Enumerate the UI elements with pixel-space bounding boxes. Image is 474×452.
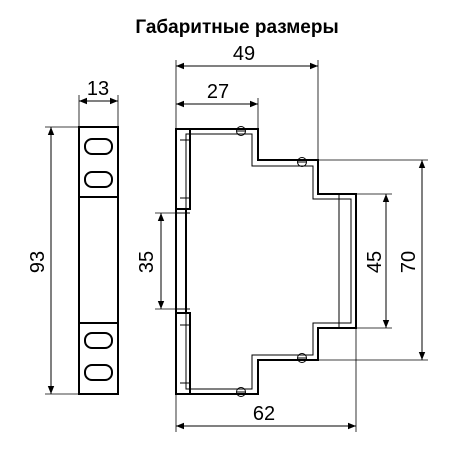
- terminal-slot-bottom-2: [84, 364, 113, 381]
- dim-side-depth-bottom: 62: [253, 403, 275, 425]
- side-terminal-top: [175, 128, 191, 210]
- terminal-slot-bottom-1: [84, 332, 113, 349]
- front-view: 13 93: [27, 78, 119, 395]
- screw-top-left: [236, 126, 246, 136]
- dim-side-depth-total: 49: [233, 43, 255, 65]
- side-view: 49 27 35 45 70 62: [136, 43, 428, 432]
- side-profile-outline: [175, 128, 357, 395]
- dim-front-width: 13: [87, 78, 109, 100]
- terminal-slot-top-2: [84, 171, 113, 188]
- front-body-outline: [78, 126, 119, 395]
- dim-din-rail: 35: [136, 251, 158, 273]
- screw-top-right: [297, 157, 307, 167]
- terminal-slot-top-1: [84, 138, 113, 155]
- drawing-title: Габаритные размеры: [135, 17, 338, 38]
- dim-side-height-inner: 45: [364, 251, 386, 273]
- screw-bottom-right: [297, 353, 307, 363]
- side-profile-inner: [185, 133, 352, 390]
- dim-side-height-outer: 70: [398, 251, 420, 273]
- screw-bottom-left: [236, 387, 246, 397]
- dim-front-height: 93: [27, 251, 49, 273]
- dim-side-depth-front: 27: [207, 81, 229, 103]
- side-terminal-bottom: [175, 312, 191, 395]
